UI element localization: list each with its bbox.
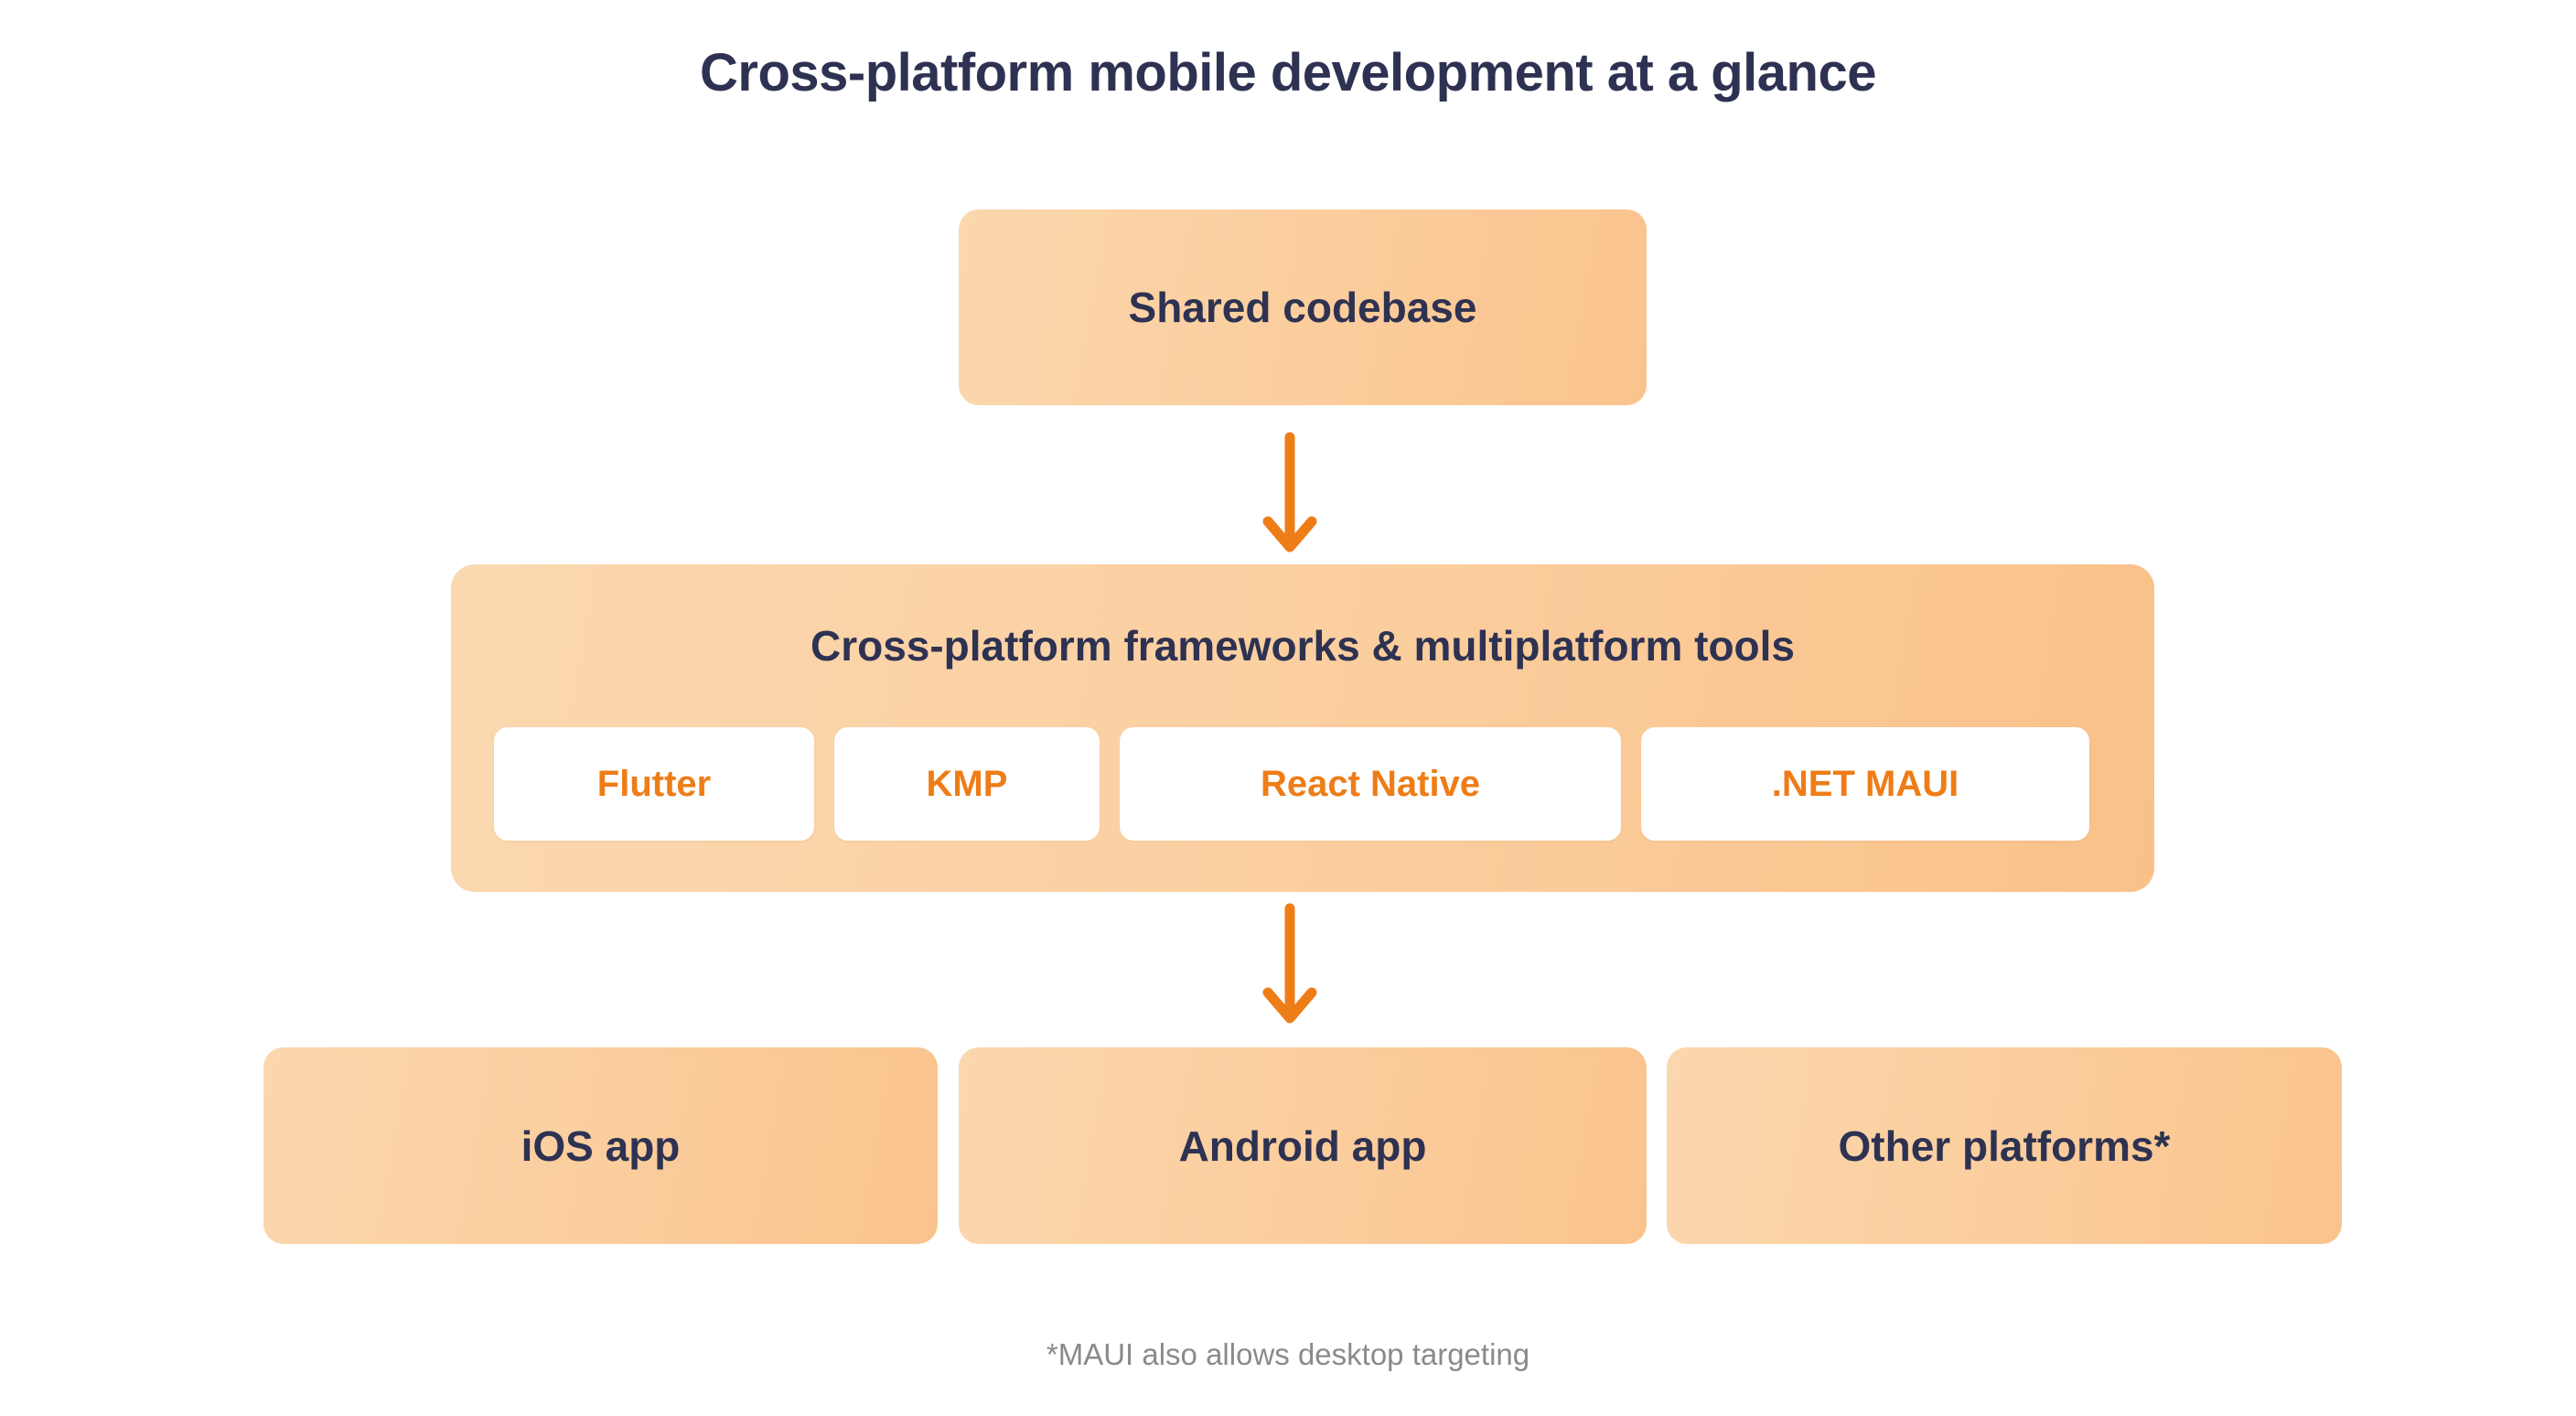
chip-kmp-label: KMP xyxy=(926,763,1008,804)
node-other-platforms: Other platforms* xyxy=(1667,1047,2342,1244)
chip-react-native-label: React Native xyxy=(1260,763,1481,804)
node-frameworks-heading: Cross-platform frameworks & multiplatfor… xyxy=(810,622,1796,670)
chip-flutter[interactable]: Flutter xyxy=(494,727,814,841)
node-other-platforms-label: Other platforms* xyxy=(1838,1121,2171,1170)
footnote: *MAUI also allows desktop targeting xyxy=(1046,1337,1530,1371)
node-ios-app-label: iOS app xyxy=(521,1121,681,1170)
chip-net-maui-label: .NET MAUI xyxy=(1771,763,1959,804)
arrow-down-icon-one xyxy=(1261,430,1319,558)
node-shared-codebase: Shared codebase xyxy=(959,209,1647,405)
chip-flutter-label: Flutter xyxy=(596,763,712,804)
node-android-app-label: Android app xyxy=(1178,1121,1427,1170)
node-android-app: Android app xyxy=(959,1047,1647,1244)
node-frameworks-container: Cross-platform frameworks & multiplatfor… xyxy=(451,564,2154,892)
arrow-down-icon-two xyxy=(1261,901,1319,1029)
chip-net-maui[interactable]: .NET MAUI xyxy=(1641,727,2089,841)
page-title: Cross-platform mobile development at a g… xyxy=(699,43,1877,102)
chip-kmp[interactable]: KMP xyxy=(834,727,1100,841)
node-ios-app: iOS app xyxy=(263,1047,938,1244)
framework-chip-list: Flutter KMP React Native .NET MAUI xyxy=(494,727,2111,841)
chip-react-native[interactable]: React Native xyxy=(1120,727,1621,841)
node-shared-codebase-label: Shared codebase xyxy=(1128,284,1477,331)
